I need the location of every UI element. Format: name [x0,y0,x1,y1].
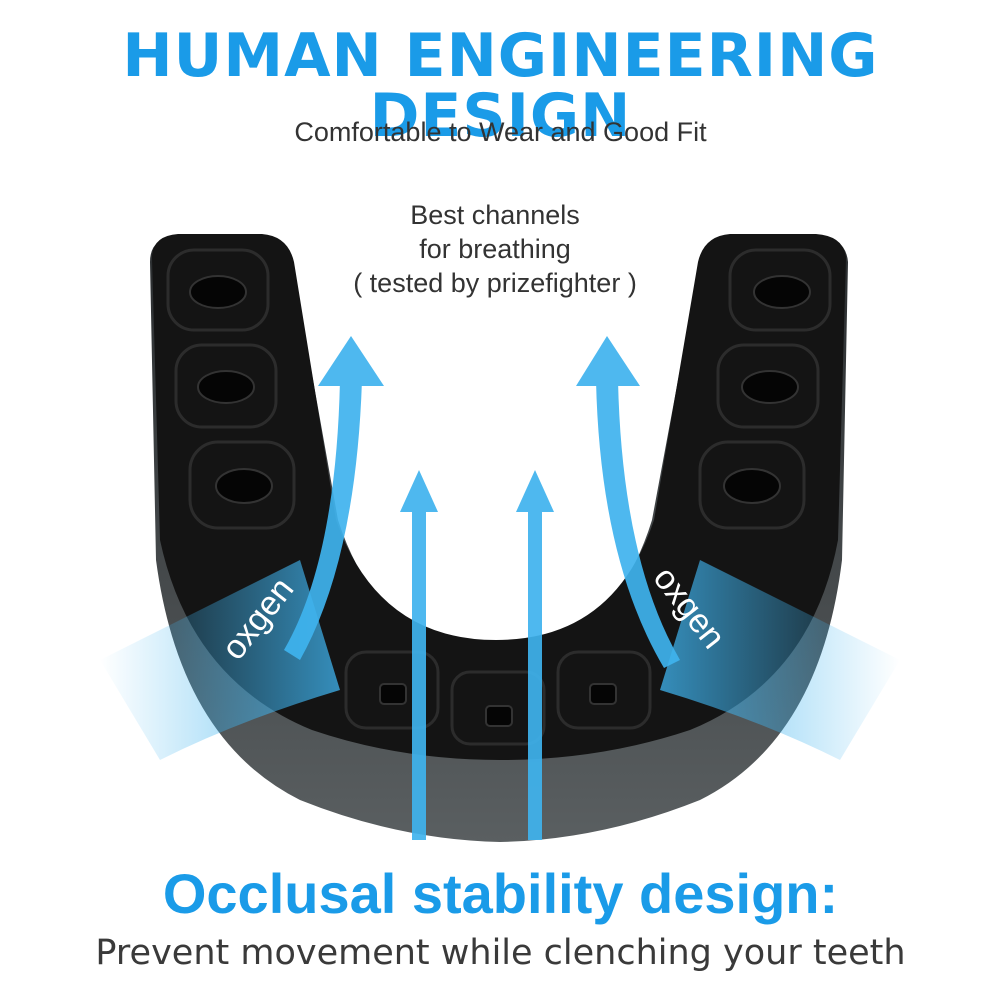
hole [197,370,255,404]
left-curved-arrow [284,380,362,660]
pad [698,440,806,530]
pad [728,248,832,332]
hole [215,468,273,504]
right-holes [723,275,811,504]
headline: HUMAN ENGINEERING DESIGN [122,21,879,151]
left-curved-arrowhead [318,336,384,386]
pad [716,343,820,429]
pad [344,650,440,730]
pad [166,248,270,332]
pad [556,650,652,730]
front-holes [379,683,617,727]
right-airflow-band: oxgen [646,560,900,760]
footer-title: Occlusal stability design: [162,862,839,925]
subheadline: Comfortable to Wear and Good Fit [294,117,707,147]
hole [189,275,247,309]
inner-left-arrow-shaft [412,510,426,840]
note-line-3: ( tested by prizefighter ) [353,268,637,298]
left-pads [166,248,296,530]
pad [188,440,296,530]
breathing-channels-note: Best channels for breathing ( tested by … [300,198,690,300]
note-line-2: for breathing [419,234,571,264]
pad [450,670,546,746]
front-pads [344,650,652,746]
mouthguard-top-surface [152,234,846,760]
left-holes [189,275,273,504]
airflow-arrows [284,336,680,840]
note-line-1: Best channels [410,200,580,230]
inner-left-arrowhead [400,470,438,512]
hole [741,370,799,404]
right-pads [698,248,832,530]
hole [589,683,617,705]
inner-right-arrowhead [516,470,554,512]
right-curved-arrowhead [576,336,640,386]
inner-right-arrow-shaft [528,510,542,840]
hole [723,468,781,504]
footer-subtitle: Prevent movement while clenching your te… [95,933,906,973]
right-curved-arrow [596,380,680,668]
hole [485,705,513,727]
hole [379,683,407,705]
pad [174,343,278,429]
mouthguard [150,234,848,842]
hole [753,275,811,309]
